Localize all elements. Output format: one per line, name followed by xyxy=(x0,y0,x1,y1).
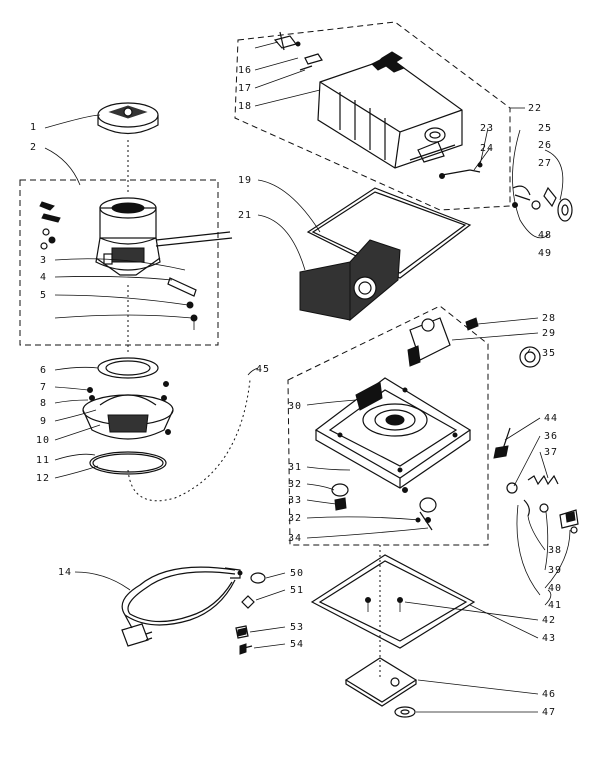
motor-box xyxy=(19,179,219,346)
top-cover-box xyxy=(234,21,511,211)
bottom-gasket-43 xyxy=(310,554,476,649)
label-31: 31 xyxy=(288,462,302,473)
label-33: 33 xyxy=(288,495,302,506)
motor-small-parts xyxy=(39,201,198,330)
label-12: 12 xyxy=(36,473,50,484)
leader-lines xyxy=(44,41,571,713)
small-screw-28 xyxy=(465,317,479,331)
label-40: 40 xyxy=(548,583,562,594)
label-7: 7 xyxy=(40,382,47,393)
label-35: 35 xyxy=(542,348,556,359)
label-22: 22 xyxy=(528,103,542,114)
cord-parts-50-54 xyxy=(235,572,266,655)
label-6: 6 xyxy=(40,365,47,376)
label-17: 17 xyxy=(238,83,252,94)
label-48: 48 xyxy=(538,230,552,241)
filter-bag-21 xyxy=(299,239,401,322)
label-3: 3 xyxy=(40,255,47,266)
side-latch-parts xyxy=(439,129,573,239)
label-34: 34 xyxy=(288,533,302,544)
motor xyxy=(95,197,233,276)
label-23: 23 xyxy=(480,123,494,134)
label-36: 36 xyxy=(544,431,558,442)
screw-44 xyxy=(493,427,511,459)
hinge-parts-16-18 xyxy=(273,31,323,71)
flap-valve-29 xyxy=(407,317,451,367)
label-28: 28 xyxy=(542,313,556,324)
label-8: 8 xyxy=(40,398,47,409)
label-9: 9 xyxy=(40,416,47,427)
label-4: 4 xyxy=(40,272,47,283)
label-47: 47 xyxy=(542,707,556,718)
label-51: 51 xyxy=(290,585,304,596)
label-53: 53 xyxy=(290,622,304,633)
fan-cap xyxy=(97,102,159,134)
label-54: 54 xyxy=(290,639,304,650)
label-37: 37 xyxy=(544,447,558,458)
spring-37 xyxy=(527,474,559,486)
latch-parts-38-41 xyxy=(516,499,579,596)
label-21: 21 xyxy=(238,210,252,221)
label-41: 41 xyxy=(548,600,562,611)
label-43: 43 xyxy=(542,633,556,644)
label-45: 45 xyxy=(256,364,270,375)
label-14: 14 xyxy=(58,567,72,578)
label-18: 18 xyxy=(238,101,252,112)
label-39: 39 xyxy=(548,565,562,576)
cover-housing xyxy=(317,51,463,169)
label-50: 50 xyxy=(290,568,304,579)
gasket-ring-6 xyxy=(97,357,159,379)
label-42: 42 xyxy=(542,615,556,626)
label-24: 24 xyxy=(480,143,494,154)
part-number-labels: 1 2 3 4 5 6 7 8 9 10 11 12 14 16 17 18 1… xyxy=(30,65,562,718)
label-5: 5 xyxy=(40,290,47,301)
label-1: 1 xyxy=(30,122,37,133)
label-38: 38 xyxy=(548,545,562,556)
bushing-36 xyxy=(506,482,518,494)
label-32b: 32 xyxy=(288,513,302,524)
label-27: 27 xyxy=(538,158,552,169)
label-2: 2 xyxy=(30,142,37,153)
label-16: 16 xyxy=(238,65,252,76)
motor-mount xyxy=(82,381,174,440)
base-plate-30 xyxy=(314,377,472,489)
bottom-plate-46 xyxy=(344,657,418,707)
label-30: 30 xyxy=(288,401,302,412)
grommet-35 xyxy=(519,346,541,368)
label-19: 19 xyxy=(238,175,252,186)
label-11: 11 xyxy=(36,455,50,466)
label-46: 46 xyxy=(542,689,556,700)
label-26: 26 xyxy=(538,140,552,151)
label-49: 49 xyxy=(538,248,552,259)
label-10: 10 xyxy=(36,435,50,446)
label-25: 25 xyxy=(538,123,552,134)
power-cord-14 xyxy=(121,566,243,647)
center-box xyxy=(287,305,489,546)
washer-47 xyxy=(394,706,416,718)
label-44: 44 xyxy=(544,413,558,424)
clamps-32-34 xyxy=(331,483,437,531)
label-29: 29 xyxy=(542,328,556,339)
label-32a: 32 xyxy=(288,479,302,490)
